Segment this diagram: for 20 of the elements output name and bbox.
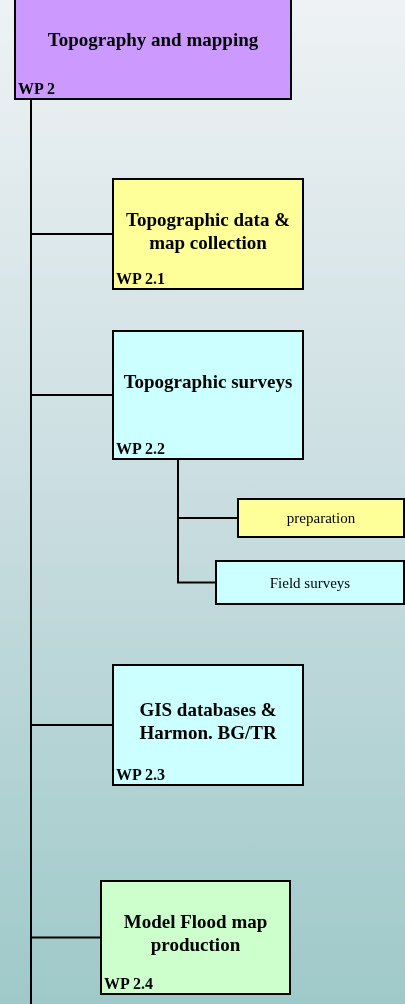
box-title: Model Flood map production — [122, 910, 269, 956]
process-box — [112, 330, 304, 460]
box-label: preparation — [285, 509, 357, 527]
process-box — [215, 560, 405, 605]
process-box — [112, 178, 304, 290]
box-label: Field surveys — [268, 574, 352, 591]
box-title: Topographic surveys — [122, 370, 294, 393]
work-package-code: WP 2.4 — [104, 975, 153, 993]
box-title: Topographic data & map collection — [125, 208, 291, 254]
connector-line — [177, 459, 216, 584]
work-package-code: WP 2.2 — [116, 440, 165, 458]
box-title: Topography and mapping — [46, 28, 260, 51]
work-package-code: WP 2.1 — [116, 270, 165, 288]
process-box — [100, 880, 291, 995]
box-title: GIS databases & Harmon. BG/TR — [138, 698, 278, 744]
process-box — [112, 664, 304, 786]
process-box — [14, 0, 292, 100]
work-package-code: WP 2.3 — [116, 766, 165, 784]
work-package-code: WP 2 — [18, 80, 55, 98]
process-box — [237, 498, 405, 538]
